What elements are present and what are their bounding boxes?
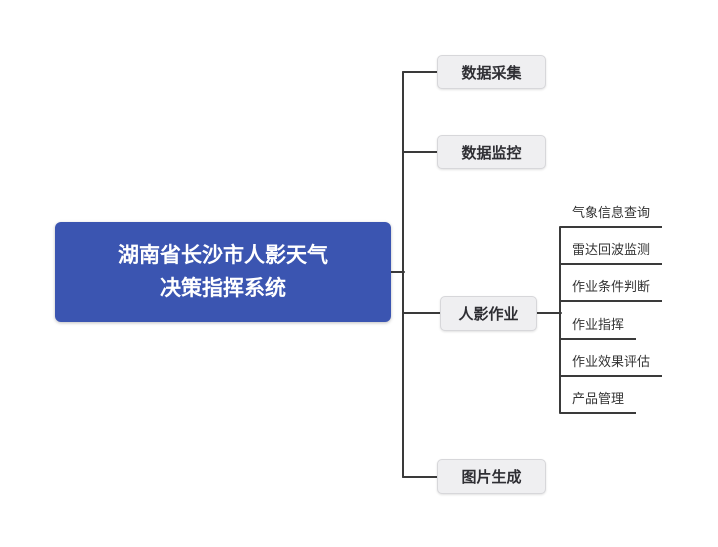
root-title-line2: 决策指挥系统 bbox=[160, 276, 286, 300]
branch-node-data-monitoring[interactable]: 数据监控 bbox=[437, 135, 546, 169]
branch-label: 人影作业 bbox=[458, 305, 519, 323]
leaf-radar-echo-monitoring[interactable]: 雷达回波监测 bbox=[560, 241, 663, 265]
branch-label: 数据采集 bbox=[461, 63, 522, 82]
branch-label: 图片生成 bbox=[461, 468, 522, 486]
root-title-line1: 湖南省长沙市人影天气 bbox=[118, 243, 328, 267]
leaf-operation-command[interactable]: 作业指挥 bbox=[560, 316, 637, 340]
leaf-label: 气象信息查询 bbox=[572, 206, 651, 221]
leaf-label: 作业条件判断 bbox=[572, 280, 651, 295]
leaf-weather-info-query[interactable]: 气象信息查询 bbox=[560, 204, 663, 228]
leaf-label: 雷达回波监测 bbox=[572, 243, 651, 258]
branch-label: 数据监控 bbox=[461, 143, 522, 162]
leaf-label: 作业效果评估 bbox=[572, 355, 651, 370]
leaf-label: 作业指挥 bbox=[572, 318, 625, 333]
leaf-operation-condition-judgment[interactable]: 作业条件判断 bbox=[560, 278, 663, 302]
branch-node-image-generation[interactable]: 图片生成 bbox=[437, 459, 546, 494]
root-node-system-title[interactable]: 湖南省长沙市人影天气 决策指挥系统 bbox=[55, 222, 391, 322]
leaf-operation-effect-evaluation[interactable]: 作业效果评估 bbox=[560, 353, 663, 377]
branch-node-data-collection[interactable]: 数据采集 bbox=[437, 55, 546, 89]
branch-node-weather-modification-operations[interactable]: 人影作业 bbox=[440, 296, 537, 331]
leaf-product-management[interactable]: 产品管理 bbox=[560, 390, 637, 414]
leaf-label: 产品管理 bbox=[572, 392, 625, 407]
